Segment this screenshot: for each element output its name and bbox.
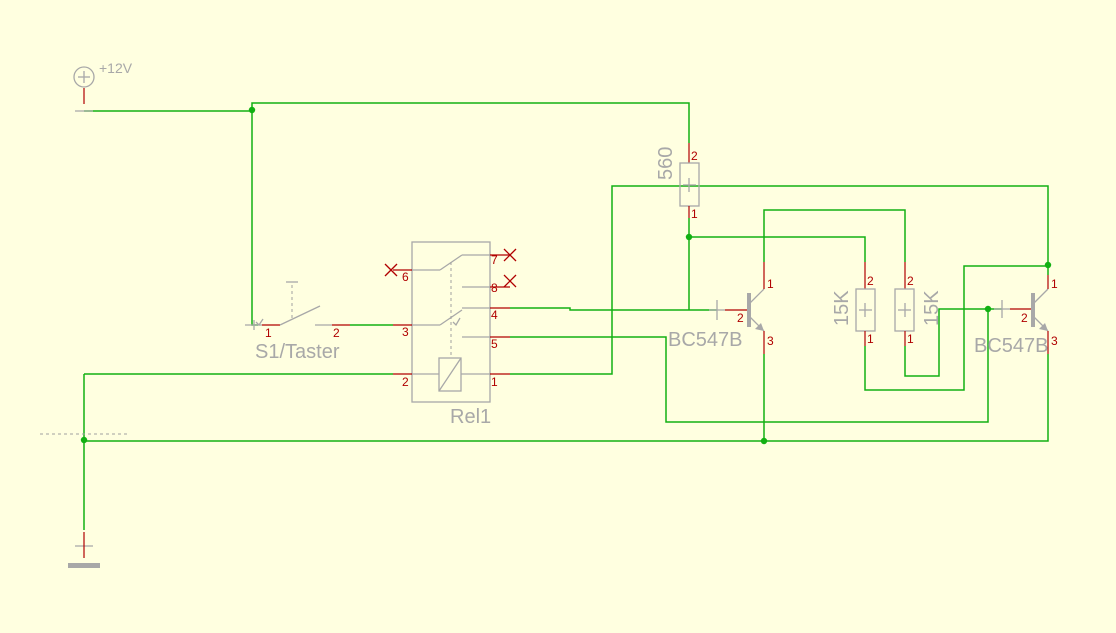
resistor-15k-b-label: 15K xyxy=(921,290,943,326)
resistor-15k-b-pin-2: 2 xyxy=(907,274,914,288)
transistor-1-pin-3: 3 xyxy=(767,334,774,348)
relay-pin-4: 4 xyxy=(491,308,498,322)
relay-pin-5: 5 xyxy=(491,337,498,351)
transistor-2-pin-3: 3 xyxy=(1051,334,1058,348)
transistor-1-label: BC547B xyxy=(668,329,743,351)
resistor-560-pin-1: 1 xyxy=(691,207,698,221)
transistor-2[interactable]: 2 1 3 BC547B xyxy=(974,275,1058,357)
switch-pin-2: 2 xyxy=(333,326,340,340)
resistor-15k-b-pin-1: 1 xyxy=(907,332,914,346)
relay-pin-7: 7 xyxy=(491,253,498,267)
wires xyxy=(83,102,1049,530)
supply-circle-icon xyxy=(73,66,95,88)
resistor-560-pin-2: 2 xyxy=(691,149,698,163)
transistor-1-pin-2: 2 xyxy=(737,311,744,325)
transistor-2-pin-1: 1 xyxy=(1051,277,1058,291)
transistor-1-emitter-arrow-icon xyxy=(755,323,764,331)
resistor-560[interactable]: 2 1 560 xyxy=(655,143,700,221)
wire-15k-b-to-base1[interactable] xyxy=(904,308,988,377)
transistor-2-label: BC547B xyxy=(974,335,1049,357)
wire-collector1-to-15k-b[interactable] xyxy=(763,209,906,262)
junction-dot xyxy=(1044,261,1052,269)
wire-switch-feed[interactable] xyxy=(251,111,258,326)
resistor-15k-a-pin-1: 1 xyxy=(867,332,874,346)
ground-symbol[interactable] xyxy=(68,532,100,568)
relay-label: Rel1 xyxy=(450,406,491,428)
junction-dot xyxy=(685,233,693,241)
resistor-15k-a[interactable]: 2 1 15K xyxy=(831,262,876,346)
junction-dot xyxy=(80,436,88,444)
switch-pin-1: 1 xyxy=(265,326,272,340)
resistor-15k-a-pin-2: 2 xyxy=(867,274,874,288)
relay-pin-2: 2 xyxy=(402,375,409,389)
transistor-1-pin-1: 1 xyxy=(767,277,774,291)
transistor-2-pin-2: 2 xyxy=(1021,311,1028,325)
relay-rel1[interactable]: 6 7 8 3 4 5 2 1 Rel1 xyxy=(384,241,517,428)
wire-15k-a-to-base2[interactable] xyxy=(864,265,1048,391)
switch-s1[interactable]: 1 2 S1/Taster xyxy=(245,281,350,363)
switch-label: S1/Taster xyxy=(255,341,340,363)
junction-dot xyxy=(760,437,768,445)
junctions xyxy=(80,106,1052,445)
resistor-560-label: 560 xyxy=(655,147,677,180)
junction-dot xyxy=(984,305,992,313)
resistor-15k-b[interactable]: 2 1 15K xyxy=(894,262,943,346)
junction-dot xyxy=(248,106,256,114)
wire-top-rail[interactable] xyxy=(251,102,690,143)
relay-pin-1: 1 xyxy=(491,375,498,389)
transistor-2-emitter-arrow-icon xyxy=(1039,323,1048,331)
transistor-1[interactable]: 2 1 3 BC547B xyxy=(668,262,774,354)
supply-label: +12V xyxy=(99,60,133,76)
relay-pin-6: 6 xyxy=(402,270,409,284)
wire-relay4-to-base1[interactable] xyxy=(510,307,717,311)
wire-relay1-to-collector2[interactable] xyxy=(510,185,1049,375)
wire-emitter2-ground[interactable] xyxy=(84,354,1049,442)
relay-body xyxy=(411,241,491,403)
wire-560-to-15k-a[interactable] xyxy=(689,236,866,262)
relay-pin-8: 8 xyxy=(491,281,498,295)
ground-bar xyxy=(68,563,100,568)
supply-symbol[interactable]: +12V xyxy=(73,60,133,112)
relay-pin-3: 3 xyxy=(402,325,409,339)
resistor-15k-a-label: 15K xyxy=(831,290,853,326)
